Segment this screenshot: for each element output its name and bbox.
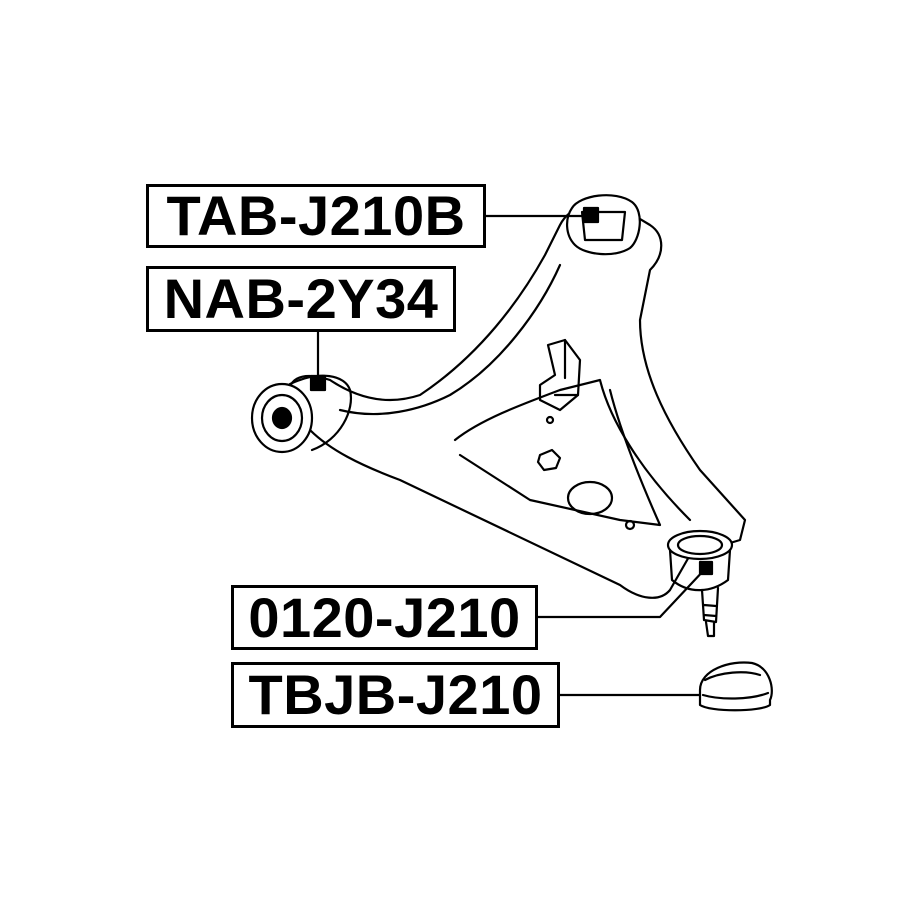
control-arm-pocket [458,388,662,527]
leader-line-0120 [536,566,708,619]
front-bushing [566,194,641,256]
ball-joint-boot [698,661,773,712]
part-label-tab-j210b: TAB-J210B [146,184,486,248]
part-label-nab-2y34: NAB-2Y34 [146,266,456,332]
ball-joint-stud [700,586,720,638]
part-label-tbjb-j210: TBJB-J210 [231,662,560,728]
hex-nut [536,448,562,472]
control-arm-body [287,201,747,599]
control-arm-web [338,263,692,522]
bracket [538,338,582,412]
arm-hole [566,480,614,516]
part-label-0120-j210: 0120-J210 [231,585,538,650]
